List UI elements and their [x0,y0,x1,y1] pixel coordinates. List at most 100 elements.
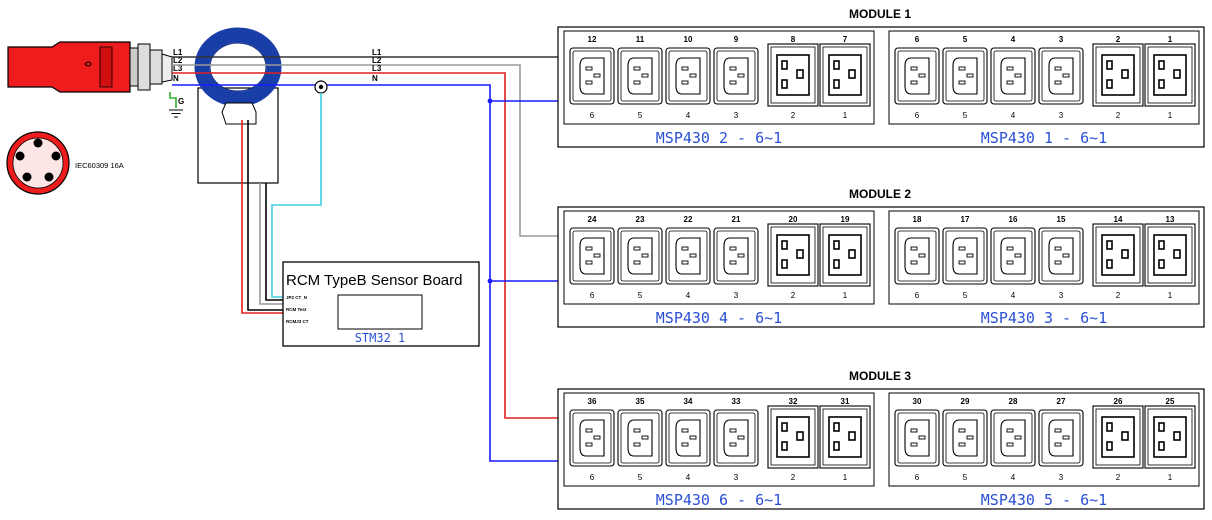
outlet-sublabel: 2 [1116,291,1121,300]
c19-outlet-icon [1144,223,1196,287]
outlet-sublabel: 1 [1168,111,1173,120]
outlet-number: 24 [588,215,597,224]
iec60309-plug-icon [7,41,173,93]
outlet-sublabel: 5 [963,291,968,300]
outlet-number: 3 [1059,35,1064,44]
plug-label-l3: L3 [173,64,183,73]
outlet-bank-frame [888,392,1200,487]
outlet-sublabel: 5 [638,473,643,482]
outlet-sublabel: 5 [963,111,968,120]
outlet-number: 34 [684,397,693,406]
outlet-sublabel: 5 [963,473,968,482]
c13-outlet-icon [713,227,759,285]
outlet-sublabel: 3 [1059,473,1064,482]
outlet-sublabel: 4 [686,111,691,120]
c13-outlet-icon [569,409,615,467]
c13-outlet-icon [1038,47,1084,105]
outlet-number: 1 [1168,35,1173,44]
controller-label: MSP430 4 - 6~1 [656,309,782,327]
outlet-number: 14 [1114,215,1123,224]
outlet-sublabel: 3 [734,473,739,482]
ct-sense-wire-black [247,120,283,311]
outlet-number: 4 [1011,35,1016,44]
ground-label: G [178,97,184,106]
c13-outlet-icon [990,47,1036,105]
outlet-number: 9 [734,35,739,44]
c13-outlet-icon [1038,409,1084,467]
controller-label: MSP430 3 - 6~1 [981,309,1107,327]
outlet-sublabel: 3 [1059,111,1064,120]
outlet-bank-frame [563,30,875,125]
sensor-board-title: RCM TypeB Sensor Board [286,272,462,289]
wire-l2 [172,64,558,237]
c13-outlet-icon [990,409,1036,467]
c13-outlet-icon [665,47,711,105]
outlet-number: 15 [1057,215,1066,224]
outlet-sublabel: 6 [590,111,595,120]
c13-outlet-icon [942,409,988,467]
plug-label-l1: L1 [173,48,183,57]
c19-outlet-icon [819,43,871,107]
current-transformer-ring-icon [194,27,282,125]
c19-outlet-icon [767,43,819,107]
c13-outlet-icon [894,409,940,467]
outlet-sublabel: 3 [734,111,739,120]
outlet-number: 19 [841,215,850,224]
rcm-test-wire [265,183,283,301]
module-title: MODULE 3 [849,369,911,383]
outlet-number: 10 [684,35,693,44]
controller-label: MSP430 2 - 6~1 [656,129,782,147]
iec60309-socket-face-icon [6,131,70,195]
neutral-current-sensor-icon [314,80,328,94]
module-title: MODULE 2 [849,187,911,201]
ground-symbol-icon [169,109,183,118]
outlet-sublabel: 6 [915,291,920,300]
c13-outlet-icon [569,47,615,105]
wire-label-n: N [372,74,378,83]
outlet-bank-frame [888,30,1200,125]
outlet-number: 27 [1057,397,1066,406]
outlet-number: 16 [1009,215,1018,224]
c13-outlet-icon [942,47,988,105]
outlet-number: 32 [789,397,798,406]
outlet-sublabel: 2 [791,473,796,482]
outlet-sublabel: 4 [686,291,691,300]
controller-label: MSP430 6 - 6~1 [656,491,782,509]
outlet-sublabel: 1 [843,111,848,120]
outlet-sublabel: 4 [1011,291,1016,300]
stm32-chip [337,294,423,330]
junction-n-module2 [487,278,493,284]
controller-label: MSP430 5 - 6~1 [981,491,1107,509]
c19-outlet-icon [1092,405,1144,469]
outlet-sublabel: 1 [843,473,848,482]
outlet-number: 25 [1166,397,1175,406]
c13-outlet-icon [894,47,940,105]
controller-label: MSP430 1 - 6~1 [981,129,1107,147]
c13-outlet-icon [990,227,1036,285]
outlet-sublabel: 5 [638,291,643,300]
c19-outlet-icon [1144,43,1196,107]
outlet-sublabel: 2 [791,111,796,120]
outlet-number: 23 [636,215,645,224]
outlet-number: 26 [1114,397,1123,406]
outlet-number: 8 [791,35,796,44]
outlet-number: 29 [961,397,970,406]
sensor-pin-rcm-test: RCM Test [286,307,307,312]
c13-outlet-icon [665,409,711,467]
stm32-label: STM32 1 [355,331,406,345]
outlet-bank-frame [563,210,875,305]
c13-outlet-icon [617,47,663,105]
c13-outlet-icon [894,227,940,285]
outlet-bank-frame [563,392,875,487]
outlet-number: 35 [636,397,645,406]
